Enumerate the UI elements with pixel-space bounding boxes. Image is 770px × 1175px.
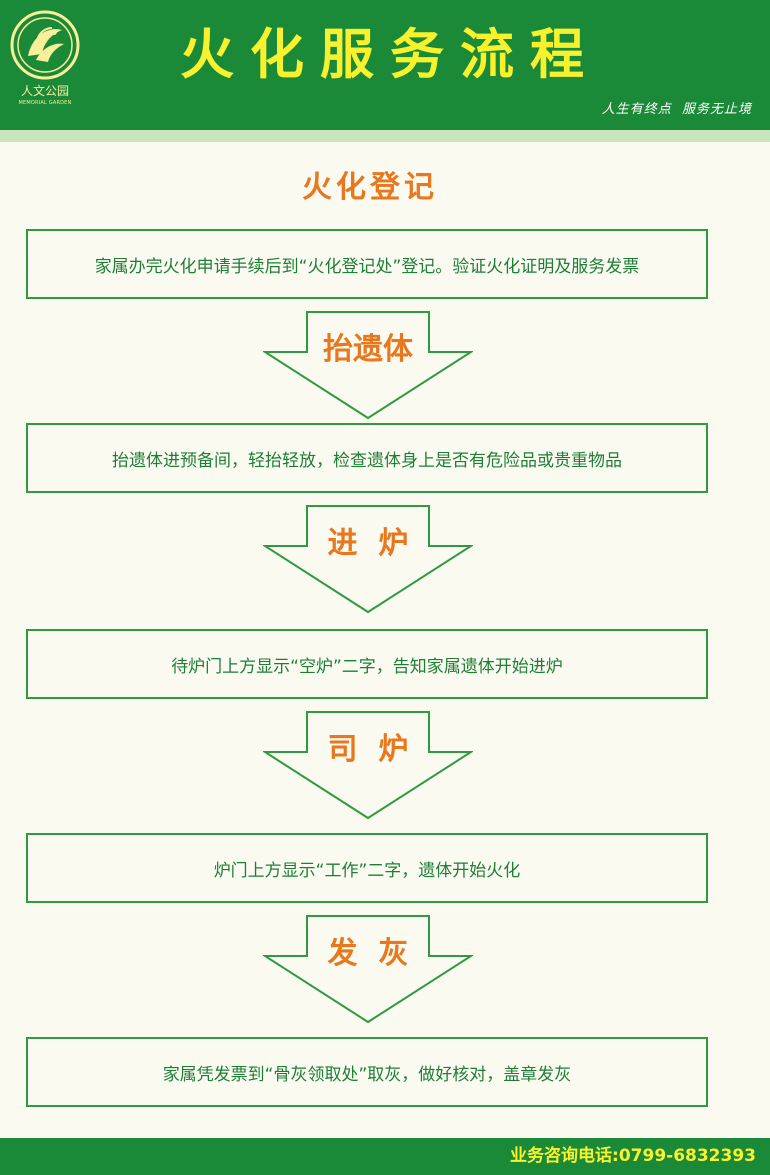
step-box-enter-furnace: 待炉门上方显示“空炉”二字，告知家属遗体开始进炉 (26, 629, 708, 699)
step-description: 家属凭发票到“骨灰领取处”取灰，做好核对，盖章发灰 (162, 1064, 572, 1085)
hotline-text: 业务咨询电话:0799-6832393 (510, 1146, 756, 1166)
flow-arrow-ash-release: 发 灰 (263, 914, 473, 1026)
logo-subtitle: MEMORIAL GARDEN (18, 100, 72, 106)
down-arrow-icon (263, 505, 473, 614)
step-description: 家属办完火化申请手续后到“火化登记处”登记。验证火化证明及服务发票 (94, 256, 640, 277)
header-divider (0, 130, 770, 142)
logo: 人文公园 MEMORIAL GARDEN (8, 8, 82, 118)
page-title: 火化服务流程 (180, 22, 600, 86)
step-box-operate-furnace: 炉门上方显示“工作”二字，遗体开始火化 (26, 833, 708, 903)
header-bar: 人文公园 MEMORIAL GARDEN 火化服务流程 人生有终点 服务无止境 (0, 0, 770, 130)
slogan: 人生有终点 服务无止境 (601, 102, 752, 117)
down-arrow-icon (263, 711, 473, 820)
step-label-enter-furnace: 进 炉 (327, 526, 409, 561)
phoenix-circle-icon (10, 10, 80, 80)
flow-arrow-enter-furnace: 进 炉 (263, 504, 473, 616)
step-box-registration: 家属办完火化申请手续后到“火化登记处”登记。验证火化证明及服务发票 (26, 229, 708, 299)
flow-arrow-carry-body: 抬遗体 (263, 310, 473, 422)
step-description: 抬遗体进预备间，轻抬轻放，检查遗体身上是否有危险品或贵重物品 (112, 450, 622, 471)
step-box-carry-body: 抬遗体进预备间，轻抬轻放，检查遗体身上是否有危险品或贵重物品 (26, 423, 708, 493)
step-label-operate-furnace: 司 炉 (327, 732, 409, 767)
footer-bar: 业务咨询电话:0799-6832393 (0, 1138, 770, 1175)
step-box-ash-release: 家属凭发票到“骨灰领取处”取灰，做好核对，盖章发灰 (26, 1037, 708, 1107)
down-arrow-icon (263, 915, 473, 1024)
step-label-registration: 火化登记 (302, 170, 438, 205)
step-label-ash-release: 发 灰 (327, 936, 409, 971)
logo-name: 人文公园 (20, 84, 69, 98)
step-label-carry-body: 抬遗体 (323, 332, 413, 367)
step-description: 待炉门上方显示“空炉”二字，告知家属遗体开始进炉 (171, 656, 563, 677)
step-description: 炉门上方显示“工作”二字，遗体开始火化 (213, 860, 521, 881)
flow-arrow-operate-furnace: 司 炉 (263, 710, 473, 822)
down-arrow-icon (263, 311, 473, 420)
